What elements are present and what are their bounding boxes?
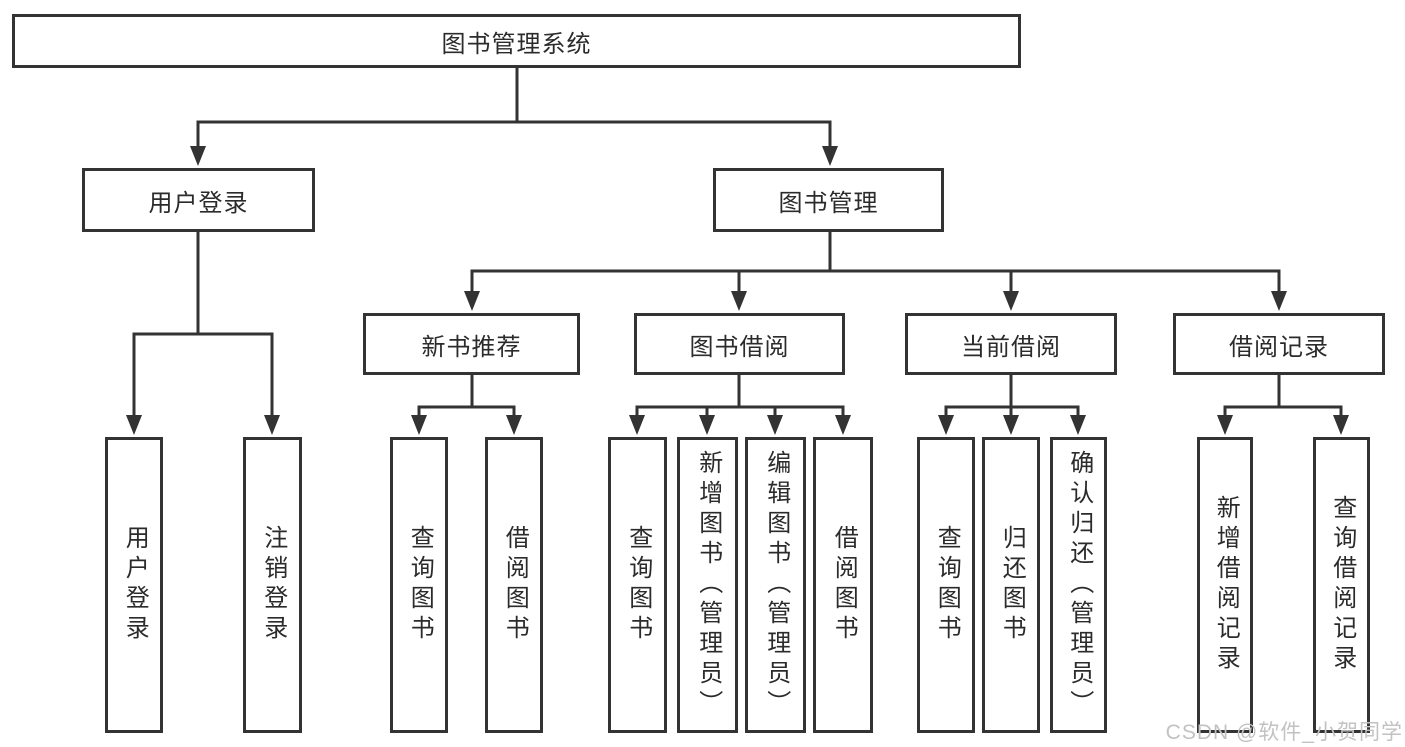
node-book-mgmt-label: 图书管理 — [778, 189, 879, 217]
leaf-cb-query-books: 查询图书 — [917, 437, 975, 733]
leaf-bb-query-books: 查询图书 — [608, 437, 667, 733]
arrow-down-icon — [1271, 291, 1287, 311]
connector-currentborrow-to-leaves — [938, 375, 1086, 435]
leaf-cb-return-books: 归还图书 — [982, 437, 1040, 733]
node-borrow-records: 借阅记录 — [1173, 313, 1385, 375]
csdn-watermark: CSDN @软件_小贺同学 — [1165, 721, 1403, 744]
node-user-login-label: 用户登录 — [148, 189, 249, 217]
arrow-down-icon — [126, 415, 142, 435]
connector-bookborrow-to-leaves — [629, 375, 851, 435]
arrow-down-icon — [1003, 291, 1019, 311]
connector-newbookrec-to-leaves — [411, 375, 522, 435]
node-root: 图书管理系统 — [12, 14, 1021, 68]
connector-borrowrecords-to-leaves — [1217, 375, 1349, 435]
arrow-down-icon — [731, 291, 747, 311]
leaf-nbr-borrow-books-label: 借阅图书 — [501, 525, 529, 645]
arrow-down-icon — [699, 415, 715, 435]
leaf-user-login: 用户登录 — [105, 437, 163, 733]
node-book-borrow: 图书借阅 — [634, 313, 845, 375]
connector-root-to-level2 — [190, 68, 838, 166]
leaf-bb-add-books-admin: 新增图书（管理员） — [677, 437, 738, 733]
leaf-bb-borrow-books-label: 借阅图书 — [830, 525, 858, 645]
leaf-cb-query-books-label: 查询图书 — [933, 525, 961, 645]
leaf-user-login-label: 用户登录 — [121, 525, 149, 645]
arrow-down-icon — [190, 146, 206, 166]
arrow-down-icon — [1333, 415, 1349, 435]
node-user-login: 用户登录 — [82, 168, 315, 232]
arrow-down-icon — [835, 415, 851, 435]
arrow-down-icon — [506, 415, 522, 435]
leaf-br-add-record: 新增借阅记录 — [1197, 437, 1253, 733]
node-root-label: 图书管理系统 — [441, 30, 592, 58]
arrow-down-icon — [822, 146, 838, 166]
node-current-borrow: 当前借阅 — [905, 313, 1117, 375]
node-book-borrow-label: 图书借阅 — [689, 333, 790, 361]
arrow-down-icon — [767, 415, 783, 435]
leaf-cb-return-books-label: 归还图书 — [998, 525, 1026, 645]
arrow-down-icon — [264, 415, 280, 435]
leaf-bb-edit-books-admin-label: 编辑图书（管理员） — [762, 450, 790, 720]
leaf-bb-edit-books-admin: 编辑图书（管理员） — [745, 437, 806, 733]
leaf-logout: 注销登录 — [243, 437, 302, 733]
leaf-logout-label: 注销登录 — [259, 525, 287, 645]
connector-userlogin-to-leaves — [126, 232, 280, 435]
arrow-down-icon — [629, 415, 645, 435]
node-current-borrow-label: 当前借阅 — [961, 333, 1061, 361]
arrow-down-icon — [1217, 415, 1233, 435]
leaf-nbr-borrow-books: 借阅图书 — [485, 437, 543, 733]
leaf-bb-add-books-admin-label: 新增图书（管理员） — [694, 450, 722, 720]
arrow-down-icon — [1003, 415, 1019, 435]
leaf-br-query-record: 查询借阅记录 — [1313, 437, 1370, 733]
leaf-bb-query-books-label: 查询图书 — [624, 525, 652, 645]
leaf-br-add-record-label: 新增借阅记录 — [1212, 495, 1240, 675]
leaf-nbr-query-books: 查询图书 — [390, 437, 448, 733]
node-new-book-rec: 新书推荐 — [363, 313, 580, 375]
leaf-cb-confirm-return-admin-label: 确认归还（管理员） — [1065, 450, 1093, 720]
node-borrow-records-label: 借阅记录 — [1229, 333, 1329, 361]
node-new-book-rec-label: 新书推荐 — [421, 333, 522, 361]
leaf-bb-borrow-books: 借阅图书 — [813, 437, 873, 733]
leaf-br-query-record-label: 查询借阅记录 — [1328, 495, 1356, 675]
arrow-down-icon — [1070, 415, 1086, 435]
node-book-mgmt: 图书管理 — [713, 168, 944, 232]
arrow-down-icon — [411, 415, 427, 435]
leaf-nbr-query-books-label: 查询图书 — [406, 525, 434, 645]
connector-bookmgmt-to-level3 — [464, 232, 1287, 311]
arrow-down-icon — [464, 291, 480, 311]
leaf-cb-confirm-return-admin: 确认归还（管理员） — [1050, 437, 1107, 733]
arrow-down-icon — [938, 415, 954, 435]
